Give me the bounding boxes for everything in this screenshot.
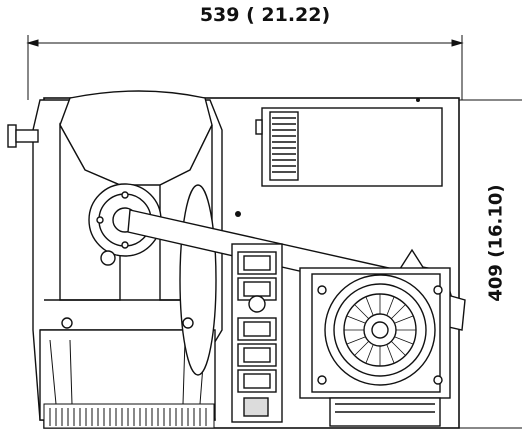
mounting-holes (235, 98, 420, 217)
lamp-housing (32, 90, 223, 421)
heatsink-box (255, 107, 443, 187)
fan-blades (344, 294, 416, 366)
side-handle (7, 124, 39, 148)
connector-panel (231, 243, 283, 423)
height-dimension-label: 409 (16.10) (485, 184, 507, 302)
oval-window (179, 184, 217, 376)
width-dimension-line (26, 35, 464, 100)
cooling-fins (43, 403, 215, 429)
fan-unit (299, 267, 451, 427)
width-dimension-label: 539 ( 21.22) (199, 4, 331, 26)
